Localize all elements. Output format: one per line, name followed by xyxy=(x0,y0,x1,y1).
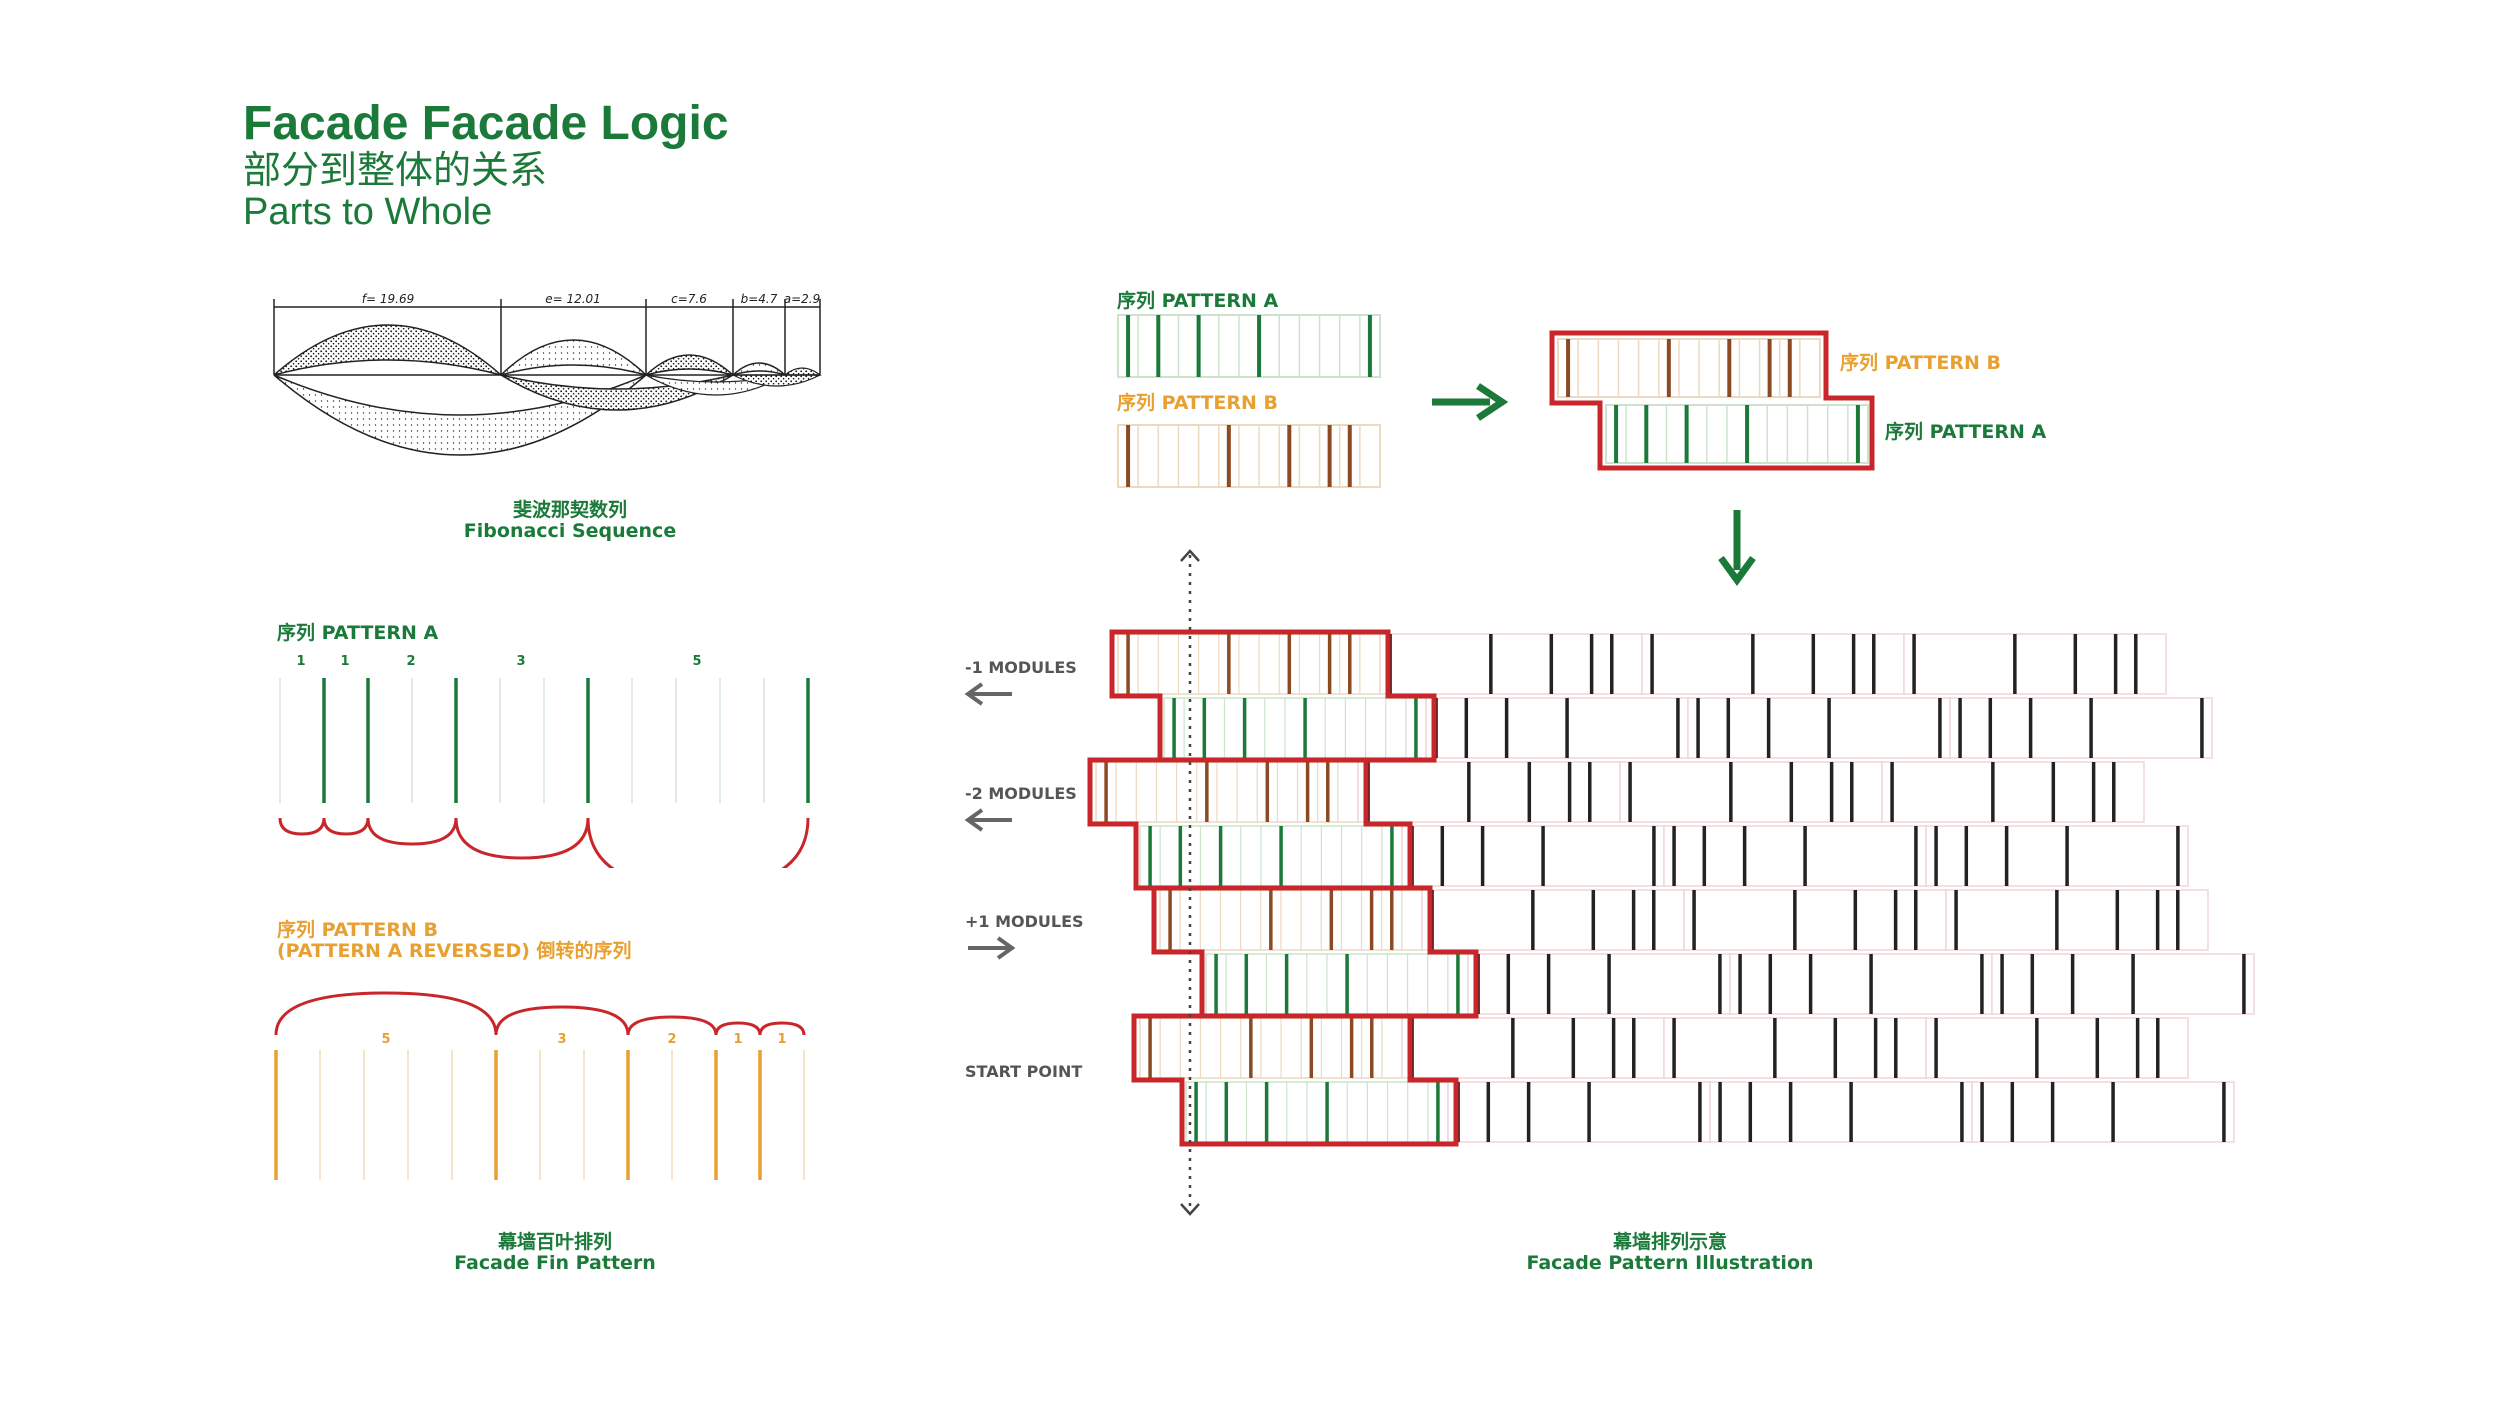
measure-c: c=7.6 xyxy=(671,292,707,306)
measure-f: f= 19.69 xyxy=(362,292,414,306)
module-arrow-icons xyxy=(964,682,1016,960)
pattern-a-num-1: 1 xyxy=(296,654,305,669)
facade-module xyxy=(1095,761,1359,823)
facade-outline-4 xyxy=(1131,1013,1459,1147)
pattern-b-num-3: 2 xyxy=(667,1032,676,1047)
facade-outline-3 xyxy=(1151,885,1479,1019)
fin-pattern-caption: 幕墙百叶排列 Facade Fin Pattern xyxy=(405,1232,705,1274)
facade-module xyxy=(1663,1017,1927,1079)
facade-outline-1 xyxy=(1109,629,1437,763)
facade-module xyxy=(1991,953,2255,1015)
facade-row xyxy=(1159,889,2209,951)
top-pattern-a-frame xyxy=(1117,314,1381,378)
fin-pattern-b-label-2: (PATTERN A REVERSED) 倒转的序列 xyxy=(277,940,632,962)
facade-module xyxy=(1401,825,1665,887)
module-label-minus1: -1 MODULES xyxy=(965,658,1077,677)
fin-pattern-b-label: 序列 PATTERN B (PATTERN A REVERSED) 倒转的序列 xyxy=(277,920,632,962)
pattern-a-num-3: 2 xyxy=(406,654,415,669)
measure-a: a=2.9 xyxy=(784,292,821,306)
pattern-b-num-2: 3 xyxy=(557,1032,566,1047)
facade-module xyxy=(1903,633,2167,695)
fin-pattern-b-diagram: 5 3 2 1 1 xyxy=(274,991,806,1180)
module-label-start: START POINT xyxy=(965,1062,1083,1081)
fin-pattern-caption-cn: 幕墙百叶排列 xyxy=(497,1231,612,1253)
facade-module xyxy=(1401,1017,1665,1079)
combined-pattern-a-frame xyxy=(1605,404,1869,464)
facade-module xyxy=(1683,889,1947,951)
facade-row xyxy=(1117,633,2167,695)
combined-pattern-a xyxy=(1605,404,1869,464)
pattern-b-arcs xyxy=(274,991,806,1036)
facade-row xyxy=(1095,761,2145,823)
facade-row xyxy=(1139,1017,2189,1079)
facade-module xyxy=(1139,1017,1403,1079)
top-pattern-b xyxy=(1117,424,1381,488)
page-title: Facade Facade Logic xyxy=(243,97,729,150)
facade-row xyxy=(1205,953,2255,1015)
facade-module xyxy=(1163,697,1427,759)
fibonacci-diagram: f= 19.69 e= 12.01 c=7.6 b=4.7 a=2.9 xyxy=(273,292,822,456)
facade-module xyxy=(1159,889,1423,951)
facade-module xyxy=(1421,889,1685,951)
facade-module xyxy=(1925,825,2189,887)
illustration-caption-en: Facade Pattern Illustration xyxy=(1526,1252,1814,1274)
facade-row xyxy=(1163,697,2213,759)
fin-pattern-caption-en: Facade Fin Pattern xyxy=(454,1252,656,1274)
facade-module xyxy=(1881,761,2145,823)
pattern-b-num-4: 1 xyxy=(733,1032,742,1047)
facade-module xyxy=(1117,633,1381,695)
combined-pattern-b-label: 序列 PATTERN B xyxy=(1840,352,2001,374)
module-label-minus2: -2 MODULES xyxy=(965,784,1077,803)
facade-module xyxy=(1357,761,1621,823)
page-subtitle-en: Parts to Whole xyxy=(243,191,493,233)
illus-pattern-b-label: 序列 PATTERN B xyxy=(1117,392,1278,414)
fin-pattern-b-label-1: 序列 PATTERN B xyxy=(277,919,438,941)
measure-b: b=4.7 xyxy=(741,292,778,306)
pattern-a-num-2: 1 xyxy=(340,654,349,669)
facade-row xyxy=(1139,825,2189,887)
pattern-b-num-1: 5 xyxy=(381,1032,390,1047)
fibonacci-caption-cn: 斐波那契数列 xyxy=(512,499,627,521)
fin-pattern-a-diagram: 1 1 2 3 5 xyxy=(278,654,810,868)
arrow-right-icon xyxy=(1432,383,1509,421)
facade-module xyxy=(1663,825,1927,887)
facade-module xyxy=(1949,697,2213,759)
facade-module xyxy=(1619,761,1883,823)
fibonacci-caption: 斐波那契数列 Fibonacci Sequence xyxy=(420,500,720,542)
vertical-axis xyxy=(1180,549,1200,1216)
facade-module xyxy=(1709,1081,1973,1143)
facade-module xyxy=(1447,1081,1711,1143)
illustration-caption: 幕墙排列示意 Facade Pattern Illustration xyxy=(1510,1232,1830,1274)
fin-pattern-a-label: 序列 PATTERN A xyxy=(277,622,439,644)
pattern-a-arcs xyxy=(278,817,810,868)
facade-module xyxy=(1971,1081,2235,1143)
page-subtitle-cn: 部分到整体的关系 xyxy=(243,148,548,192)
combined-pattern-a-label: 序列 PATTERN A xyxy=(1885,421,2047,443)
facade-module xyxy=(1925,1017,2189,1079)
module-label-plus1: +1 MODULES xyxy=(965,912,1084,931)
measure-e: e= 12.01 xyxy=(545,292,601,306)
facade-module xyxy=(1205,953,1469,1015)
facade-module xyxy=(1139,825,1403,887)
combined-pattern-b xyxy=(1557,338,1821,398)
facade-module xyxy=(1729,953,1993,1015)
top-pattern-a xyxy=(1117,314,1381,378)
facade-module xyxy=(1379,633,1643,695)
arrow-down-icon xyxy=(1718,510,1756,586)
pattern-a-num-5: 5 xyxy=(692,654,701,669)
facade-module xyxy=(1945,889,2209,951)
illus-pattern-a-label: 序列 PATTERN A xyxy=(1117,290,1279,312)
fibonacci-caption-en: Fibonacci Sequence xyxy=(463,520,677,542)
combined-pattern-b-frame xyxy=(1557,338,1821,398)
illustration-caption-cn: 幕墙排列示意 xyxy=(1612,1231,1727,1253)
pattern-a-num-4: 3 xyxy=(516,654,525,669)
pattern-b-num-5: 1 xyxy=(777,1032,786,1047)
facade-module xyxy=(1641,633,1905,695)
top-pattern-b-frame xyxy=(1117,424,1381,488)
facade-module xyxy=(1687,697,1951,759)
combined-pattern-outline xyxy=(1549,330,1875,471)
facade-row xyxy=(1185,1081,2235,1143)
